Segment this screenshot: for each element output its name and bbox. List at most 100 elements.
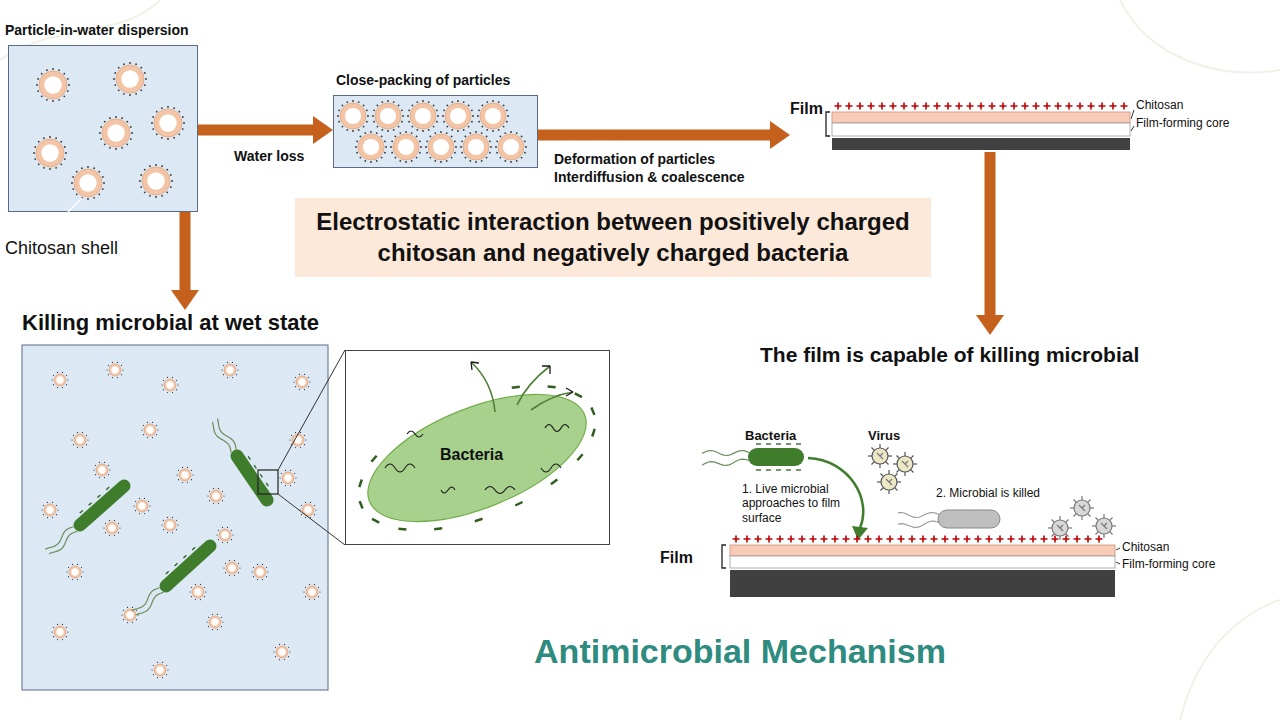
particle-core	[485, 108, 501, 124]
charge-dot	[443, 109, 445, 111]
charge-dot	[416, 136, 418, 138]
charge-dot	[119, 527, 120, 528]
charge-dot	[47, 517, 48, 518]
charge-dot	[64, 146, 66, 148]
chitosan-particle	[36, 139, 64, 167]
virus	[897, 456, 913, 472]
charge-dot	[95, 465, 96, 466]
charge-dot	[144, 513, 145, 514]
chitosan-particle	[192, 586, 204, 598]
process-arrow	[198, 116, 333, 144]
charge-dot	[157, 662, 158, 663]
positive-charge	[821, 536, 828, 543]
particle-core	[111, 366, 118, 373]
charge-dot	[506, 109, 508, 111]
charge-dot	[72, 188, 74, 190]
particle-core	[284, 474, 291, 481]
charge-dot	[225, 563, 226, 564]
charge-dot	[93, 469, 94, 470]
charge-dot	[411, 160, 413, 162]
charge-dot	[52, 100, 54, 102]
charge-dot	[295, 432, 296, 433]
process-arrow	[976, 152, 1004, 335]
charge-dot	[471, 109, 473, 111]
positive-charge	[1030, 536, 1037, 543]
charge-dot	[56, 514, 57, 515]
charge-dot	[161, 137, 163, 139]
charge-dot	[412, 105, 414, 107]
flagellum	[132, 588, 160, 611]
charge-dot	[103, 527, 104, 528]
charge-dot	[171, 180, 173, 182]
charge-dot	[468, 126, 470, 128]
charge-dot	[67, 379, 68, 380]
flagellum	[218, 419, 237, 450]
chitosan-particle	[393, 134, 419, 160]
charge-dot	[419, 140, 421, 142]
charge-dot	[358, 101, 360, 103]
charge-dot	[109, 117, 111, 119]
particle-core	[503, 139, 519, 155]
annotation-label: 2. Microbial is killed	[936, 486, 1040, 500]
positive-charge	[912, 103, 919, 110]
particle-core	[166, 381, 173, 388]
negative-charge	[796, 469, 801, 470]
charge-dot	[481, 160, 483, 162]
charge-dot	[478, 121, 480, 123]
charge-dot	[217, 629, 218, 630]
positive-charge	[1011, 103, 1018, 110]
charge-dot	[148, 510, 149, 511]
charge-dot	[66, 384, 67, 385]
charge-dot	[118, 523, 119, 524]
chitosan-particle	[144, 424, 156, 436]
charge-dot	[234, 560, 235, 561]
charge-dot	[486, 136, 488, 138]
charge-dot	[376, 132, 378, 134]
virus-spike	[1074, 500, 1077, 503]
charge-dot	[156, 133, 158, 135]
charge-dot	[279, 477, 280, 478]
chitosan-particle	[39, 71, 67, 99]
negative-charge	[786, 443, 791, 444]
bacterium	[237, 456, 267, 500]
charge-dot	[305, 596, 306, 597]
negative-charge	[776, 469, 781, 470]
charge-dot	[498, 101, 500, 103]
charge-dot	[123, 63, 125, 65]
charge-dot	[82, 432, 83, 433]
charge-dot	[229, 560, 230, 561]
charge-dot	[167, 669, 168, 670]
chitosan-particle	[179, 469, 191, 481]
charge-dot	[182, 482, 183, 483]
charge-dot	[129, 62, 131, 64]
charge-dot	[136, 610, 137, 611]
particle-core	[76, 436, 83, 443]
charge-dot	[162, 662, 163, 663]
chitosan-particle	[463, 134, 489, 160]
charge-dot	[66, 627, 67, 628]
particle-core	[304, 506, 311, 513]
positive-charge	[846, 103, 853, 110]
particle-core	[121, 70, 138, 87]
chitosan-particle	[44, 504, 56, 516]
charge-dot	[356, 152, 358, 154]
charge-dot	[500, 157, 502, 159]
charge-dot	[52, 68, 54, 70]
negative-charge	[183, 555, 186, 558]
negative-charge	[97, 495, 100, 498]
charge-dot	[373, 109, 375, 111]
charge-dot	[67, 90, 69, 92]
charge-dot	[81, 567, 82, 568]
charge-dot	[62, 372, 63, 373]
particle-core	[108, 524, 115, 531]
charge-dot	[411, 132, 413, 134]
negative-charge	[260, 474, 262, 477]
charge-dot	[152, 437, 153, 438]
charge-dot	[130, 126, 132, 128]
charge-dot	[385, 146, 387, 148]
charge-dot	[191, 596, 192, 597]
positive-charge	[1099, 103, 1106, 110]
charge-dot	[58, 99, 60, 101]
positive-charge	[953, 536, 960, 543]
virus-spike	[1110, 532, 1113, 535]
